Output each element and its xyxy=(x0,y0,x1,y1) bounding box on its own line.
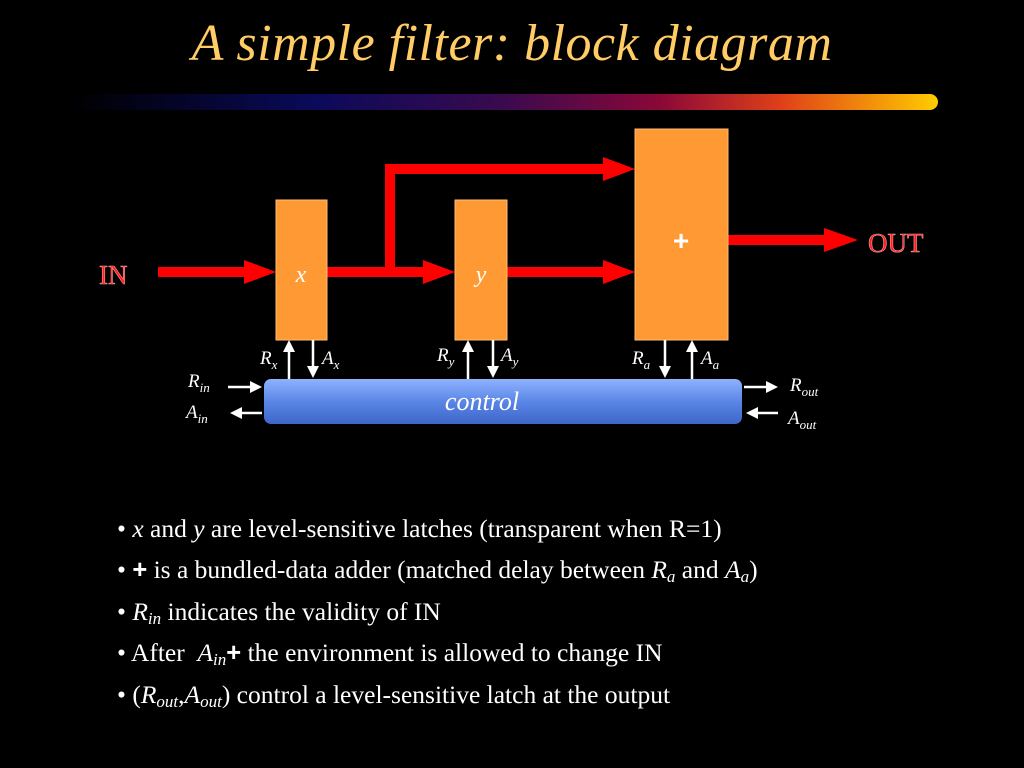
ain-label: Ain xyxy=(184,402,208,426)
ra-arrowhead xyxy=(659,366,671,378)
rx-arrowhead xyxy=(283,340,295,352)
input-label: IN xyxy=(99,260,128,290)
ay-arrowhead xyxy=(487,366,499,378)
aa-arrowhead xyxy=(686,340,698,352)
branch-vertical-wire xyxy=(385,164,395,272)
branch-horizontal-wire xyxy=(385,164,607,174)
bullet-list: • x and y are level-sensitive latches (t… xyxy=(117,508,758,715)
bullet-adder: • + is a bundled-data adder (matched del… xyxy=(117,555,758,586)
slide-title: A simple filter: block diagram xyxy=(191,15,833,72)
adder-to-out-arrowhead xyxy=(824,228,858,252)
latch-x-label: x xyxy=(295,262,307,288)
ax-label: Ax xyxy=(320,348,340,372)
adder-label: + xyxy=(673,225,689,256)
in-to-x-arrowhead xyxy=(244,260,276,284)
bullet-ain: • After Ain+ the environment is allowed … xyxy=(117,638,663,669)
bullet-latches: • x and y are level-sensitive latches (t… xyxy=(117,514,722,543)
title-underline-bar xyxy=(70,94,938,110)
control-label: control xyxy=(445,387,519,416)
adder-to-out-wire xyxy=(728,235,826,245)
latch-x-block xyxy=(275,199,328,341)
block-diagram: x y + IN OUT control xyxy=(70,94,938,432)
rout-label: Rout xyxy=(789,375,819,399)
rin-label: Rin xyxy=(187,371,210,395)
y-to-adder-wire xyxy=(507,267,605,277)
aout-label: Aout xyxy=(786,408,817,432)
aout-arrowhead xyxy=(746,407,758,419)
ra-label: Ra xyxy=(631,348,651,372)
control-bar xyxy=(264,379,742,424)
ain-arrowhead xyxy=(230,407,242,419)
latch-y-label: y xyxy=(474,262,487,288)
branch-to-adder-arrowhead xyxy=(603,157,635,181)
in-to-x-wire xyxy=(158,267,246,277)
bullet-rout-aout: • (Rout,Aout) control a level-sensitive … xyxy=(117,680,671,711)
handshake-arrows xyxy=(228,340,778,419)
latch-y-block xyxy=(454,199,508,341)
rout-arrowhead xyxy=(766,381,778,393)
output-label: OUT xyxy=(868,228,924,258)
adder-block xyxy=(634,128,729,341)
y-to-adder-arrowhead xyxy=(603,260,635,284)
x-to-y-wire xyxy=(327,267,425,277)
rx-label: Rx xyxy=(259,348,278,372)
ay-label: Ay xyxy=(499,345,519,369)
ry-arrowhead xyxy=(462,340,474,352)
ry-label: Ry xyxy=(436,345,455,369)
x-to-y-arrowhead xyxy=(423,260,455,284)
aa-label: Aa xyxy=(699,348,720,372)
ax-arrowhead xyxy=(307,366,319,378)
rin-arrowhead xyxy=(250,381,262,393)
data-path xyxy=(158,157,858,284)
bullet-rin: • Rin indicates the validity of IN xyxy=(117,597,441,628)
